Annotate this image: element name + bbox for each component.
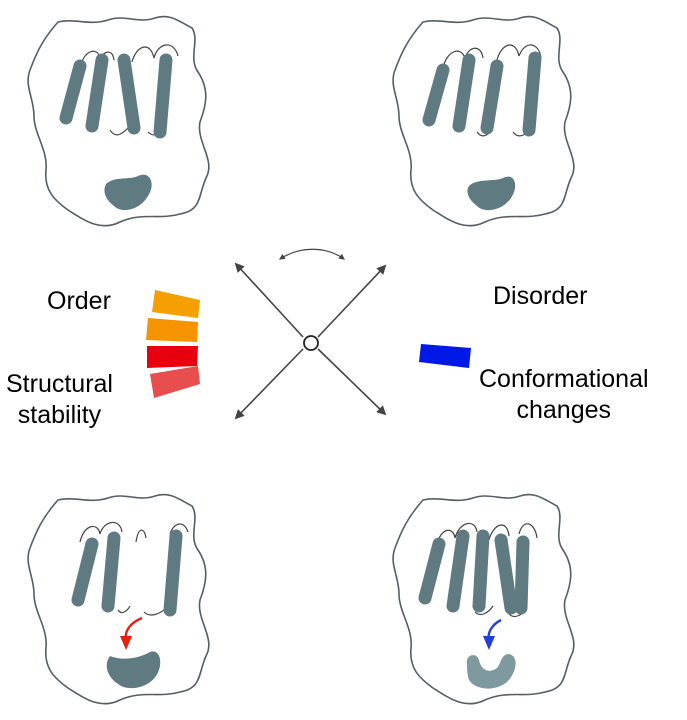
arrow-up-right	[317, 264, 387, 338]
helix-3	[472, 529, 490, 613]
conformational-changes-line-1: Conformational	[479, 365, 649, 393]
disorder-color-bar	[419, 344, 471, 368]
top-curved-arrow	[278, 248, 345, 260]
domain-blob-bent	[466, 654, 516, 689]
blue-arrowhead	[483, 636, 495, 650]
helix-2	[452, 53, 476, 133]
helix-3	[480, 59, 504, 135]
helix-2	[85, 53, 109, 133]
order-bar-1	[152, 290, 200, 318]
helix-1	[59, 59, 87, 125]
helix-3	[163, 529, 183, 617]
arrow-down-right	[317, 348, 387, 416]
helix-4	[494, 533, 518, 615]
red-arrowhead	[120, 636, 132, 650]
order-color-bars	[146, 290, 200, 398]
helix-1	[422, 63, 450, 127]
helix-4	[153, 53, 173, 139]
structural-stability-line-1: Structural	[6, 370, 113, 398]
order-bar-3	[147, 346, 198, 368]
protein-top-right	[392, 15, 575, 227]
central-cross-arrows	[234, 248, 387, 420]
helix-2	[101, 531, 121, 613]
helix-5	[514, 535, 530, 615]
protein-bottom-left	[27, 493, 210, 705]
protein-bottom-right	[392, 493, 575, 705]
arrow-down-left	[234, 348, 304, 420]
helix-3	[117, 53, 141, 135]
disorder-label: Disorder	[493, 282, 588, 310]
helix-1	[418, 537, 446, 605]
helix-1	[71, 537, 99, 607]
order-bar-4	[150, 366, 200, 398]
arrow-up-left	[234, 262, 304, 338]
order-bar-2	[146, 318, 198, 342]
order-label: Order	[47, 287, 111, 315]
domain-blob	[467, 176, 516, 211]
structural-stability-label: Structural stability	[6, 369, 113, 431]
domain-blob	[104, 174, 152, 211]
helix-2	[446, 529, 470, 613]
protein-top-left	[27, 15, 210, 227]
structural-stability-line-2: stability	[17, 401, 102, 429]
conformational-changes-label: Conformational changes	[479, 364, 649, 426]
helix-4	[522, 51, 542, 137]
conformational-changes-line-2: changes	[516, 396, 612, 424]
center-node	[303, 335, 319, 351]
domain-blob	[106, 651, 161, 689]
